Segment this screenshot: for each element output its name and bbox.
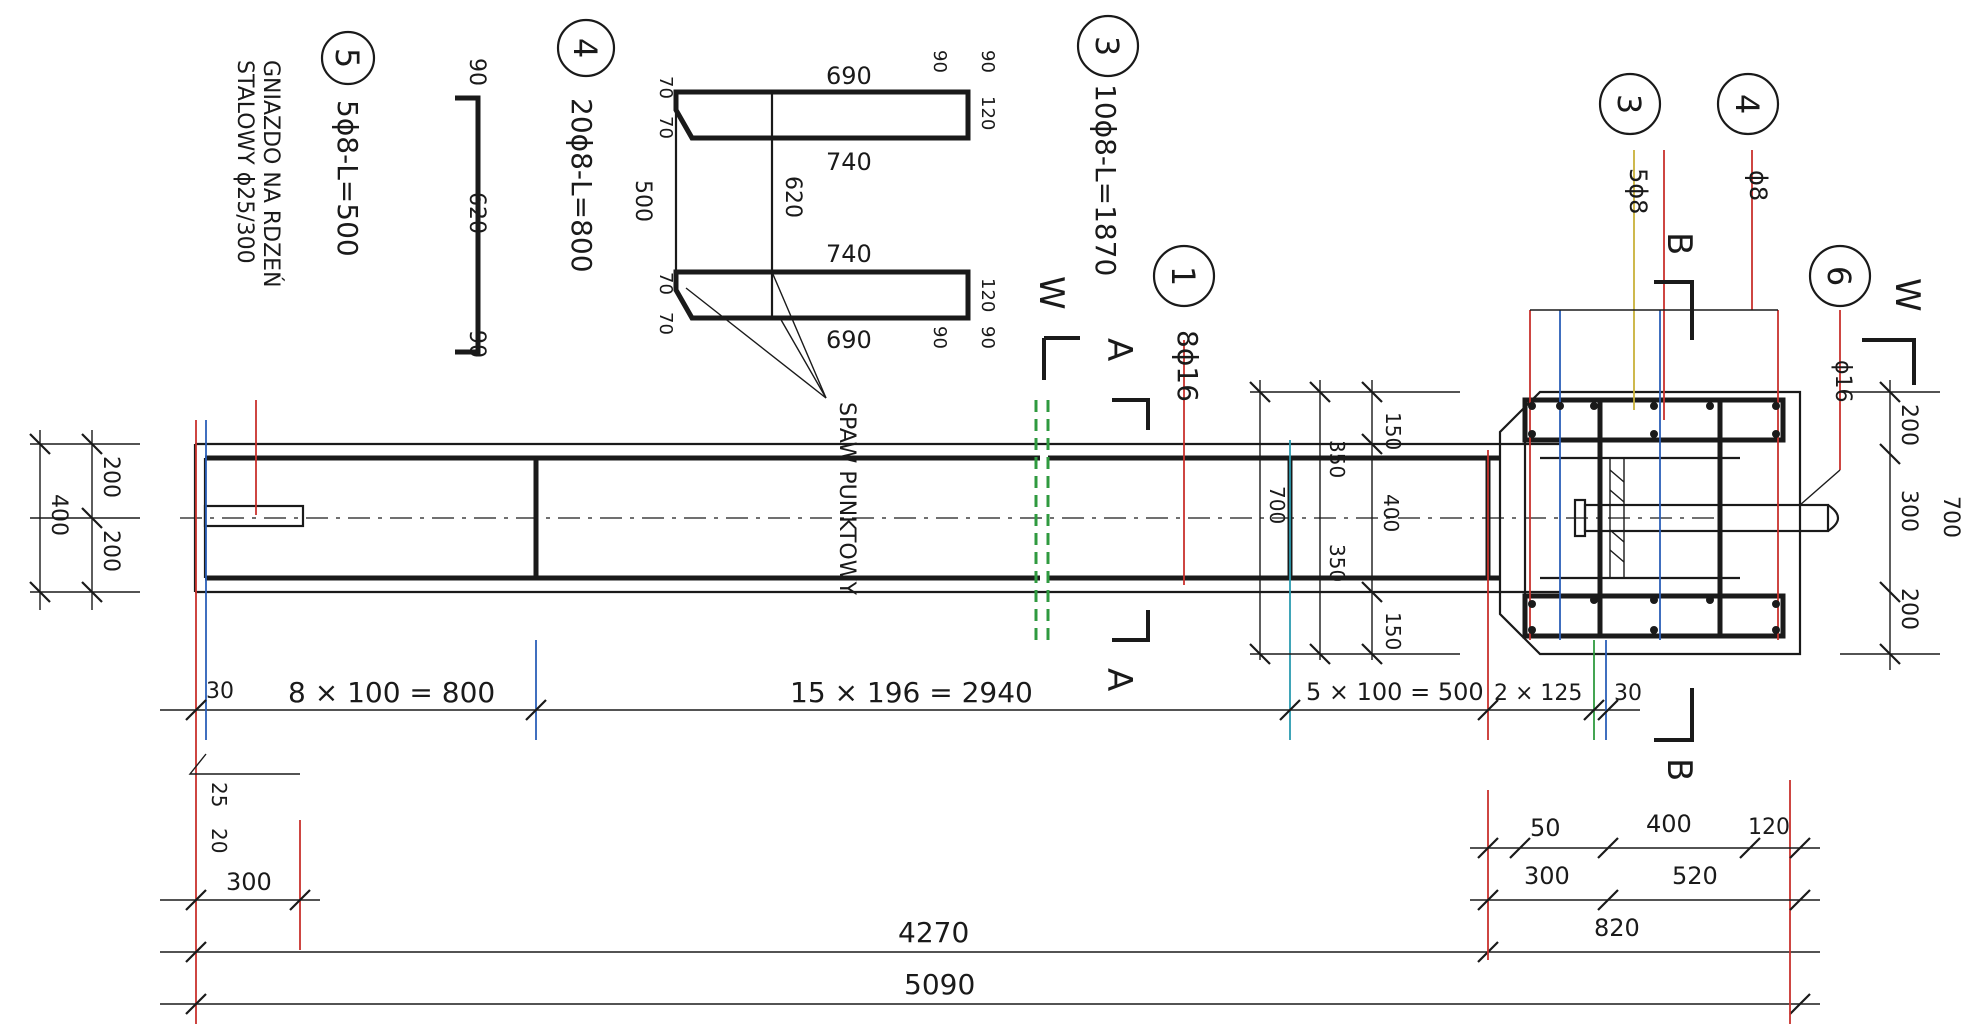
spec-bar3: 10ϕ8-L=1870 xyxy=(1089,84,1122,276)
bar4-90a: 90 xyxy=(929,50,950,73)
bar4-70c: 70 xyxy=(655,272,676,295)
bar4-90c: 90 xyxy=(929,326,950,349)
bar4-120b: 120 xyxy=(977,278,998,312)
spec-socket-2: STALOWY ϕ25/300 xyxy=(232,60,257,264)
bar4-620: 620 xyxy=(780,176,805,218)
dimension-lines xyxy=(29,310,1940,1024)
bar5-90-top: 90 xyxy=(464,58,489,86)
bar4-690-top: 690 xyxy=(826,62,872,90)
pile-cap-end xyxy=(1498,150,1840,656)
spec-socket-1: GNIAZDO NA RDZEŃ xyxy=(258,60,284,288)
mark-5: 5 xyxy=(328,48,366,68)
section-w-left: W xyxy=(1031,276,1071,310)
dim-stirrups-right: 5 × 100 = 500 xyxy=(1306,678,1484,706)
section-a-top: A xyxy=(1099,338,1139,361)
dim-30-left: 30 xyxy=(206,679,234,704)
bar4-120a: 120 xyxy=(977,96,998,130)
bar4-70a: 70 xyxy=(655,76,676,99)
rebar-dots xyxy=(1528,402,1780,634)
dim-left-400: 400 xyxy=(46,494,71,536)
bar5-90-bot: 90 xyxy=(464,330,489,358)
dim-30-right: 30 xyxy=(1614,681,1642,706)
dim-b820: 820 xyxy=(1594,914,1640,942)
beam-elevation xyxy=(180,340,1720,640)
dim-300-left: 300 xyxy=(226,868,272,896)
dim-total-4270: 4270 xyxy=(898,916,969,949)
spec-bar5: 5ϕ8-L=500 xyxy=(331,100,364,257)
section-letters: W A A B B W xyxy=(1031,232,1927,781)
dim-left-200b: 200 xyxy=(98,530,123,572)
bar-specs: 5ϕ8-L=500 GNIAZDO NA RDZEŃ STALOWY ϕ25/3… xyxy=(232,60,1855,595)
dim-stirrups-left: 8 × 100 = 800 xyxy=(288,676,495,709)
dim-400: 400 xyxy=(1379,494,1403,532)
bar4-500: 500 xyxy=(630,180,655,222)
bar5-shape xyxy=(455,95,481,355)
mark-4-right: 4 xyxy=(1728,94,1766,114)
dim-350-bot: 350 xyxy=(1325,544,1349,582)
spec-bar4: 20ϕ8-L=800 xyxy=(565,98,598,273)
spec-bar4-right: ϕ8 xyxy=(1744,170,1772,201)
spec-bar3-right: 5ϕ8 xyxy=(1624,168,1652,214)
dimension-texts: 200 200 400 30 8 × 100 = 800 15 × 196 = … xyxy=(46,404,1963,1001)
bar4-shape xyxy=(673,89,971,399)
mark-3-right: 3 xyxy=(1610,94,1648,114)
mark-3-top: 3 xyxy=(1088,36,1126,56)
bar4-90d: 90 xyxy=(977,326,998,349)
section-b-top: B xyxy=(1659,232,1699,255)
spec-bar1: 8ϕ16 xyxy=(1171,330,1204,402)
dim-b120: 120 xyxy=(1748,815,1790,840)
dim-left-200: 200 xyxy=(98,456,123,498)
mark-4-top: 4 xyxy=(566,38,604,58)
mark-6: 6 xyxy=(1820,266,1858,286)
dim-700-mid: 700 xyxy=(1265,486,1289,524)
dim-b520: 520 xyxy=(1672,862,1718,890)
dim-total-5090: 5090 xyxy=(904,968,975,1001)
spec-bar6: ϕ16 xyxy=(1830,360,1855,403)
dim-150-top: 150 xyxy=(1381,412,1405,450)
dim-r300: 300 xyxy=(1896,490,1921,532)
dim-stirrups-mid: 15 × 196 = 2940 xyxy=(790,676,1033,709)
section-w-right: W xyxy=(1887,278,1927,312)
section-markers xyxy=(1042,280,1916,742)
bar4-740-top: 740 xyxy=(826,148,872,176)
bar4-740-bot: 740 xyxy=(826,240,872,268)
dim-r700: 700 xyxy=(1938,496,1963,538)
dim-r200-bot: 200 xyxy=(1896,588,1921,630)
dim-350-top: 350 xyxy=(1325,440,1349,478)
bar4-90b: 90 xyxy=(977,50,998,73)
dim-b300: 300 xyxy=(1524,862,1570,890)
spec-weld: SPAW PUNKTOWY xyxy=(834,402,859,595)
bar4-70b: 70 xyxy=(655,116,676,139)
section-b-bottom: B xyxy=(1659,758,1699,781)
dim-b400: 400 xyxy=(1646,810,1692,838)
dim-25: 25 xyxy=(207,782,231,807)
section-a-bottom: A xyxy=(1099,668,1139,691)
bar-shape-dims: 90 620 90 690 740 740 690 620 500 70 70 … xyxy=(464,50,998,358)
dim-r200-top: 200 xyxy=(1896,404,1921,446)
dim-2x125: 2 × 125 xyxy=(1494,681,1582,706)
bar5-620: 620 xyxy=(464,192,489,234)
dim-150-bot: 150 xyxy=(1381,612,1405,650)
dim-20: 20 xyxy=(207,828,231,853)
mark-1: 1 xyxy=(1164,266,1202,286)
position-marks: 5 4 3 1 3 4 6 xyxy=(320,14,1872,308)
dim-b50: 50 xyxy=(1530,814,1561,842)
bar4-690-bot: 690 xyxy=(826,326,872,354)
bar4-70d: 70 xyxy=(655,312,676,335)
